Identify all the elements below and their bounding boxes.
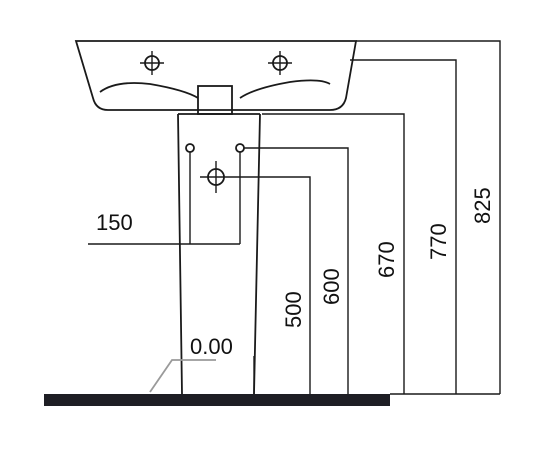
dim-600-label: 600 bbox=[319, 268, 344, 305]
floor-slab bbox=[44, 394, 390, 406]
basin-bowl-line bbox=[99, 79, 331, 99]
dim-670-leader bbox=[262, 113, 405, 394]
supply-hole-left-icon bbox=[185, 143, 195, 153]
tap-hole-right-icon bbox=[268, 51, 292, 75]
dim-600-leader bbox=[244, 147, 349, 394]
dim-670-label: 670 bbox=[374, 241, 399, 278]
floor-level-label: 0.00 bbox=[190, 334, 233, 359]
dim-150-label: 150 bbox=[96, 210, 133, 235]
pedestal-outline bbox=[177, 113, 261, 395]
dim-770-leader bbox=[350, 59, 457, 394]
floor-level-leader bbox=[149, 359, 216, 393]
dim-500-leader bbox=[232, 176, 311, 394]
dim-825-leader bbox=[356, 40, 501, 394]
basin-outline bbox=[74, 40, 358, 111]
dim-770-label: 770 bbox=[426, 223, 451, 260]
waste-outlet-icon bbox=[200, 161, 232, 193]
dim-500-label: 500 bbox=[281, 291, 306, 328]
tap-hole-left-icon bbox=[140, 51, 164, 75]
dim-825-label: 825 bbox=[470, 187, 495, 224]
supply-hole-right-icon bbox=[235, 143, 245, 153]
